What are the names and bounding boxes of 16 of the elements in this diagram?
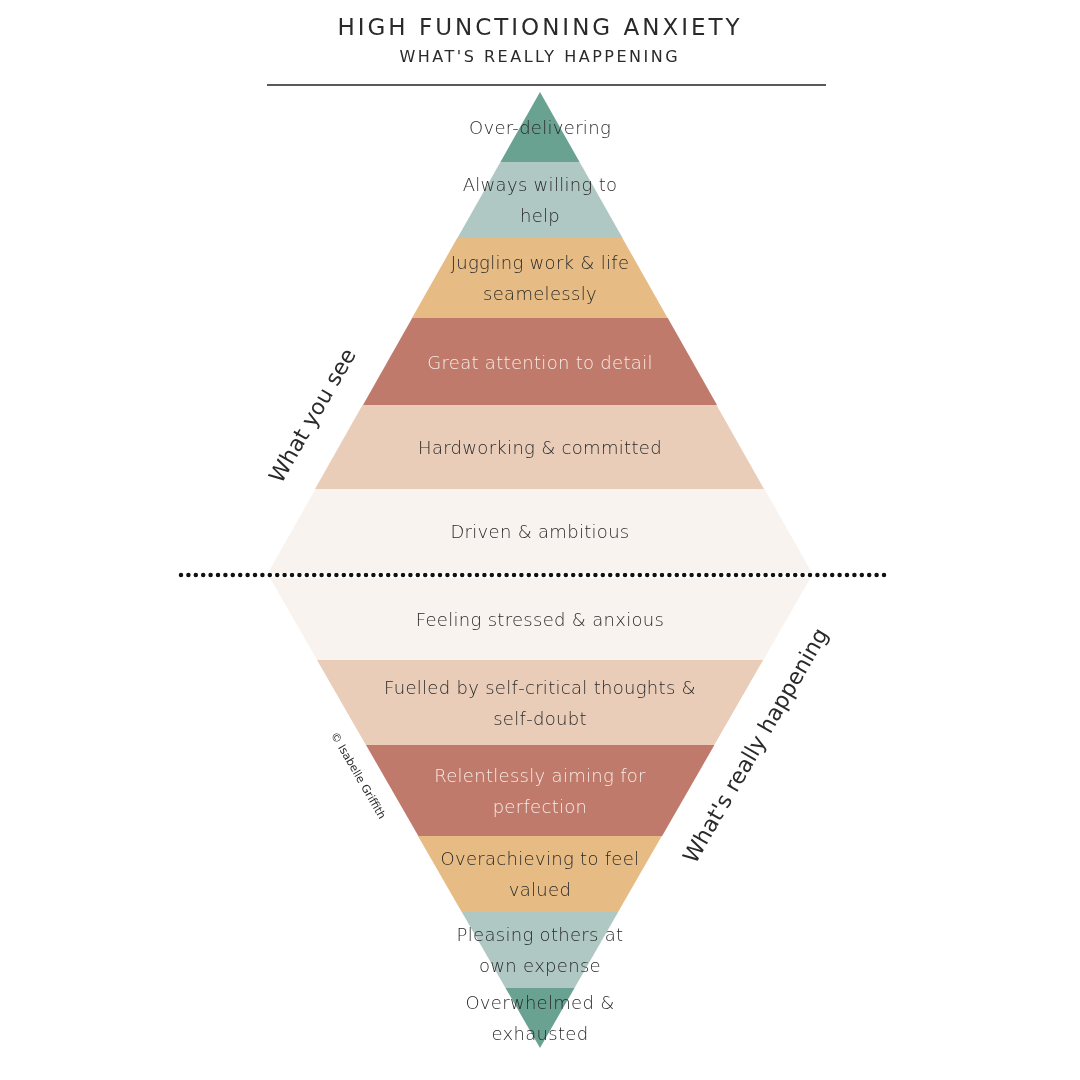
pyramid-band	[412, 238, 668, 318]
subtitle: WHAT'S REALLY HAPPENING	[399, 46, 681, 66]
band-label: Juggling work & life seamelessly	[449, 251, 631, 306]
band-label: Always willing to help	[461, 173, 619, 228]
band-label: Overachieving to feel valued	[439, 847, 641, 902]
band-label: Pleasing others at own expense	[455, 923, 625, 978]
band-label: Driven & ambitious	[449, 519, 631, 544]
band-label: Hardworking & committed	[417, 435, 663, 460]
band-label: Relentlessly aiming for perfection	[433, 763, 647, 819]
title: HIGH FUNCTIONING ANXIETY	[336, 14, 744, 40]
band-label: Great attention to detail	[426, 350, 654, 374]
pyramid-band	[418, 836, 662, 912]
pyramid-band	[268, 489, 812, 573]
band-label: Fuelled by self-critical thoughts & self-doubt	[383, 675, 697, 731]
band-label: Feeling stressed & anxious	[414, 607, 666, 632]
pyramid-band	[363, 318, 717, 405]
